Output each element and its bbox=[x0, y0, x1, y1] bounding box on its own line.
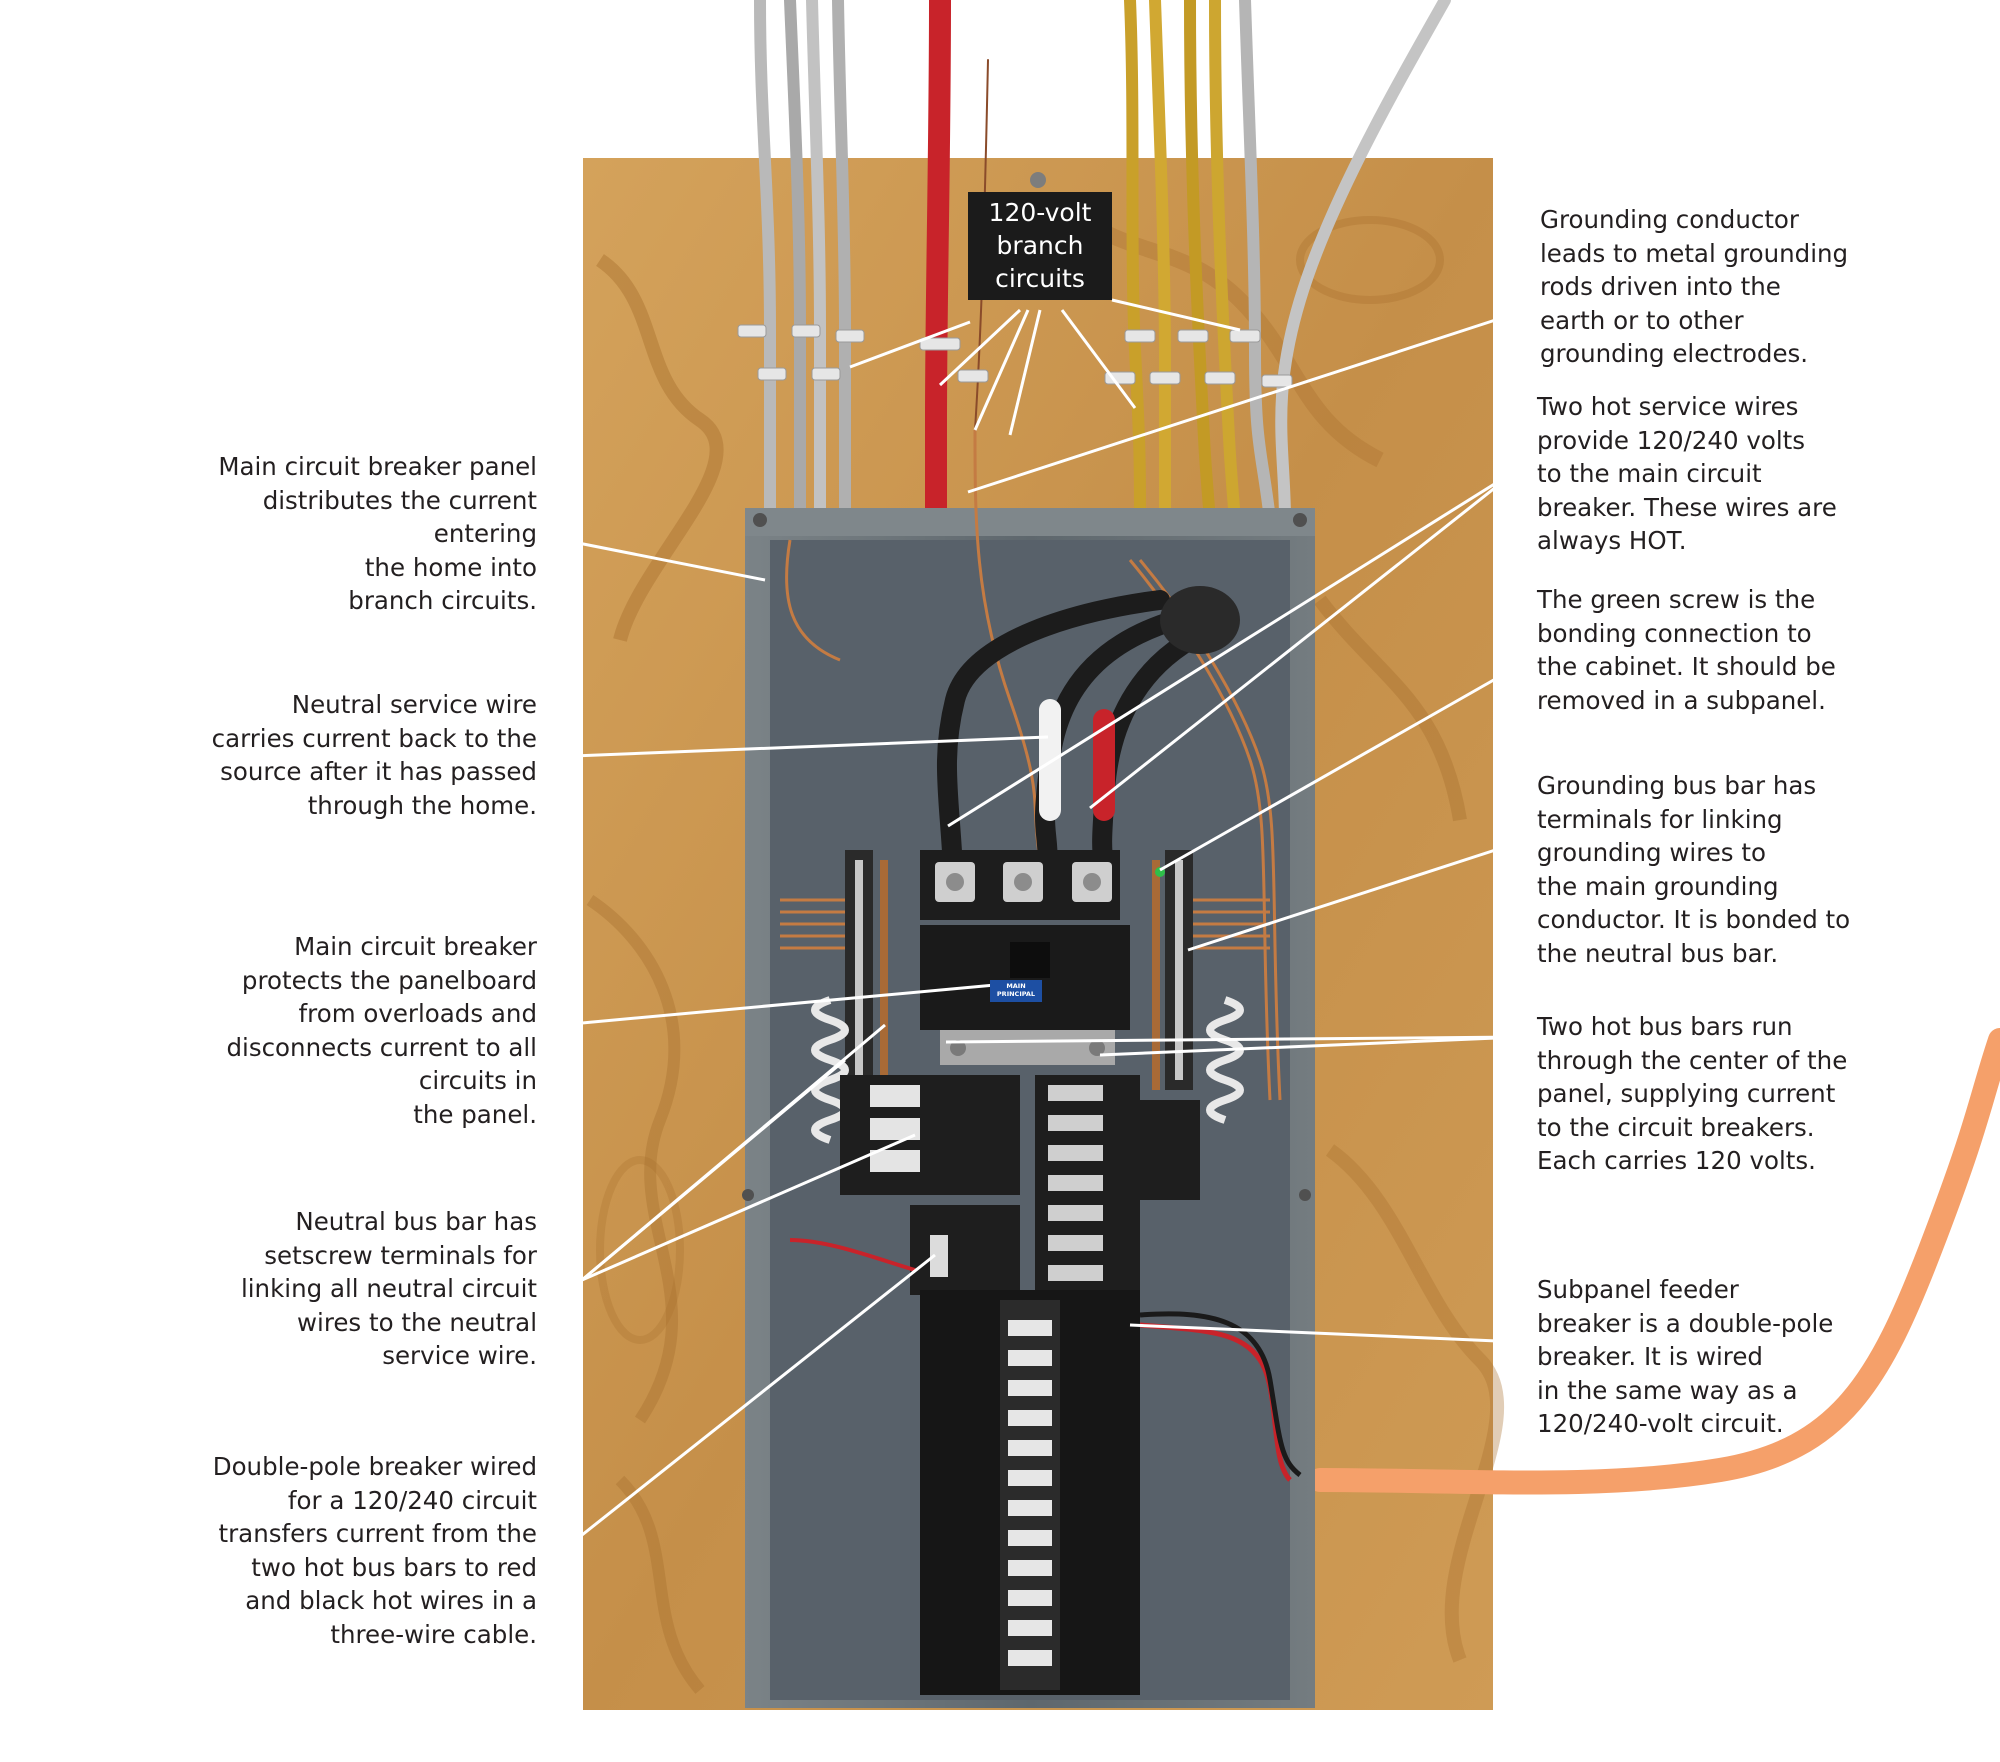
callout-line: Grounding bus bar has bbox=[1537, 769, 1850, 803]
breaker-rail bbox=[920, 1290, 1140, 1695]
callout-line: removed in a subpanel. bbox=[1537, 684, 1836, 718]
callout-line: circuits in bbox=[226, 1064, 537, 1098]
callout-line: provide 120/240 volts bbox=[1537, 424, 1837, 458]
callout-line: 120/240-volt circuit. bbox=[1537, 1407, 1833, 1441]
callout-hot-service-wires: Two hot service wires provide 120/240 vo… bbox=[1537, 390, 1837, 558]
callout-line: entering bbox=[218, 517, 537, 551]
branch-label-line: branch bbox=[968, 229, 1112, 262]
callout-line: source after it has passed bbox=[212, 755, 537, 789]
callout-line: Main circuit breaker bbox=[226, 930, 537, 964]
callout-line: branch circuits. bbox=[218, 584, 537, 618]
callout-line: The green screw is the bbox=[1537, 583, 1836, 617]
callout-line: linking all neutral circuit bbox=[241, 1272, 537, 1306]
badge-line: MAIN bbox=[990, 982, 1042, 990]
callout-line: the home into bbox=[218, 551, 537, 585]
callout-line: the neutral bus bar. bbox=[1537, 937, 1850, 971]
callout-line: service wire. bbox=[241, 1339, 537, 1373]
callout-line: leads to metal grounding bbox=[1540, 237, 1848, 271]
callout-line: rods driven into the bbox=[1540, 270, 1848, 304]
callout-line: conductor. It is bonded to bbox=[1537, 903, 1850, 937]
callout-line: carries current back to the bbox=[212, 722, 537, 756]
callout-line: wires to the neutral bbox=[241, 1306, 537, 1340]
callout-line: breaker. It is wired bbox=[1537, 1340, 1833, 1374]
callout-line: the cabinet. It should be bbox=[1537, 650, 1836, 684]
callout-line: bonding connection to bbox=[1537, 617, 1836, 651]
callout-hot-bus-bars: Two hot bus bars run through the center … bbox=[1537, 1010, 1847, 1178]
callout-line: grounding electrodes. bbox=[1540, 337, 1848, 371]
callout-main-panel: Main circuit breaker panel distributes t… bbox=[218, 450, 537, 618]
callout-line: grounding wires to bbox=[1537, 836, 1850, 870]
lug-block bbox=[920, 850, 1120, 920]
callout-line: distributes the current bbox=[218, 484, 537, 518]
callout-neutral-service-wire: Neutral service wire carries current bac… bbox=[212, 688, 537, 822]
callout-line: in the same way as a bbox=[1537, 1374, 1833, 1408]
callout-line: Subpanel feeder bbox=[1537, 1273, 1833, 1307]
callout-line: through the home. bbox=[212, 789, 537, 823]
callout-line: protects the panelboard bbox=[226, 964, 537, 998]
callout-line: disconnects current to all bbox=[226, 1031, 537, 1065]
callout-subpanel-feeder: Subpanel feeder breaker is a double-pole… bbox=[1537, 1273, 1833, 1441]
callout-line: Two hot bus bars run bbox=[1537, 1010, 1847, 1044]
callout-line: and black hot wires in a bbox=[213, 1584, 537, 1618]
callout-line: to the main circuit bbox=[1537, 457, 1837, 491]
callout-line: Each carries 120 volts. bbox=[1537, 1144, 1847, 1178]
board-screw bbox=[1030, 172, 1046, 188]
callout-line: three-wire cable. bbox=[213, 1618, 537, 1652]
callout-double-pole-breaker: Double-pole breaker wired for a 120/240 … bbox=[213, 1450, 537, 1651]
callout-line: Two hot service wires bbox=[1537, 390, 1837, 424]
callout-line: to the circuit breakers. bbox=[1537, 1111, 1847, 1145]
callout-green-screw: The green screw is the bonding connectio… bbox=[1537, 583, 1836, 717]
callout-line: setscrew terminals for bbox=[241, 1239, 537, 1273]
main-breaker-badge: MAIN PRINCIPAL bbox=[990, 980, 1042, 1002]
branch-label-line: circuits bbox=[968, 262, 1112, 295]
callout-line: the main grounding bbox=[1537, 870, 1850, 904]
callout-line: earth or to other bbox=[1540, 304, 1848, 338]
callout-line: Double-pole breaker wired bbox=[213, 1450, 537, 1484]
badge-line: PRINCIPAL bbox=[990, 990, 1042, 998]
callout-line: breaker. These wires are bbox=[1537, 491, 1837, 525]
branch-circuits-label: 120-volt branch circuits bbox=[968, 192, 1112, 300]
callout-line: breaker is a double-pole bbox=[1537, 1307, 1833, 1341]
callout-line: panel, supplying current bbox=[1537, 1077, 1847, 1111]
callout-main-breaker: Main circuit breaker protects the panelb… bbox=[226, 930, 537, 1131]
callout-line: transfers current from the bbox=[213, 1517, 537, 1551]
callout-line: Neutral service wire bbox=[212, 688, 537, 722]
callout-line: terminals for linking bbox=[1537, 803, 1850, 837]
callout-line: for a 120/240 circuit bbox=[213, 1484, 537, 1518]
callout-line: Neutral bus bar has bbox=[241, 1205, 537, 1239]
callout-line: Grounding conductor bbox=[1540, 203, 1848, 237]
branch-label-line: 120-volt bbox=[968, 196, 1112, 229]
callout-line: always HOT. bbox=[1537, 524, 1837, 558]
callout-neutral-bus-bar: Neutral bus bar has setscrew terminals f… bbox=[241, 1205, 537, 1373]
callout-grounding-conductor: Grounding conductor leads to metal groun… bbox=[1540, 203, 1848, 371]
callout-line: from overloads and bbox=[226, 997, 537, 1031]
callout-line: the panel. bbox=[226, 1098, 537, 1132]
callout-line: Main circuit breaker panel bbox=[218, 450, 537, 484]
callout-line: through the center of the bbox=[1537, 1044, 1847, 1078]
callout-line: two hot bus bars to red bbox=[213, 1551, 537, 1585]
callout-grounding-bus-bar: Grounding bus bar has terminals for link… bbox=[1537, 769, 1850, 970]
